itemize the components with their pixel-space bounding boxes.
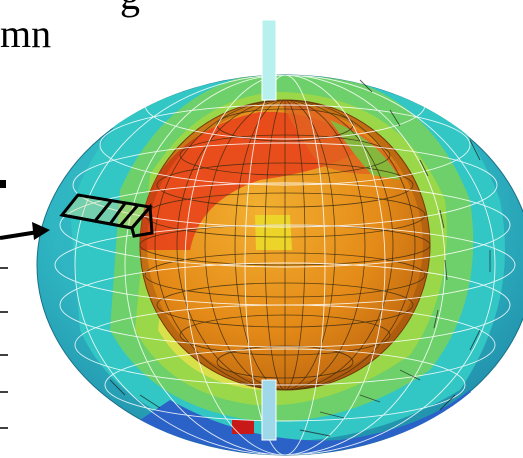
core-yellow-patch <box>255 215 292 250</box>
pointer-arrow-icon <box>0 222 50 240</box>
slide-rule-marks <box>0 267 8 429</box>
grid-cell-block <box>59 193 154 238</box>
shell-band-red-patch <box>232 420 254 434</box>
pole-column-bottom <box>261 379 277 441</box>
slide-mark <box>0 180 6 188</box>
pole-column <box>261 19 277 101</box>
slide-text-fragment-left: mn <box>0 11 52 56</box>
velocity-vectors <box>109 79 491 437</box>
slide-text-fragment-top: g <box>120 0 140 16</box>
